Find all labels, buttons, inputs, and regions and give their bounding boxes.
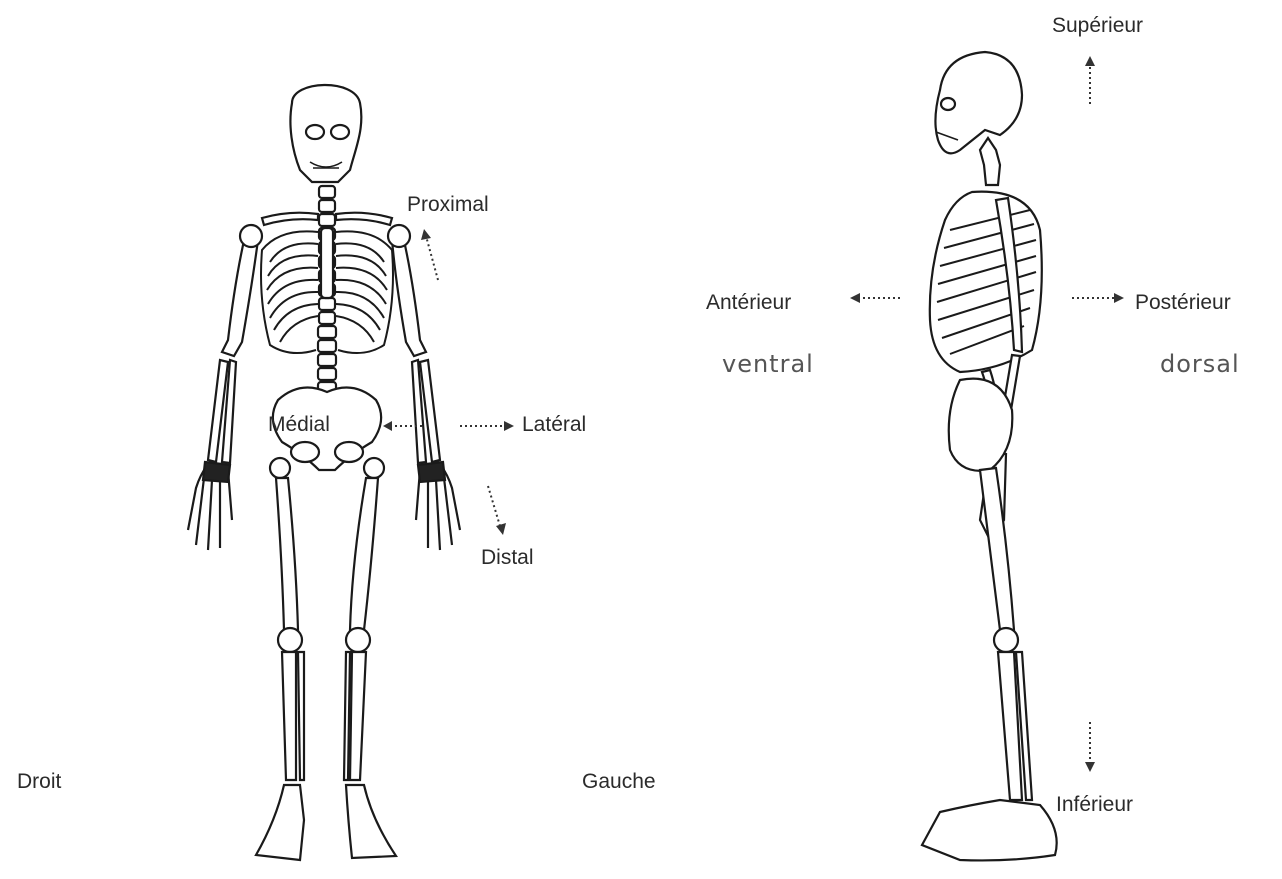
label-lateral: Latéral — [522, 414, 586, 435]
label-gauche: Gauche — [582, 771, 656, 792]
side-ribcage — [930, 192, 1042, 372]
label-droit: Droit — [17, 771, 61, 792]
label-medial: Médial — [268, 414, 330, 435]
label-ventral: ventral — [722, 352, 814, 376]
label-dorsal: dorsal — [1160, 352, 1240, 376]
distal-arrow — [488, 486, 500, 526]
side-skeleton — [922, 52, 1057, 860]
label-superieur: Supérieur — [1052, 15, 1143, 36]
label-posterieur: Postérieur — [1135, 292, 1231, 313]
label-distal: Distal — [481, 547, 534, 568]
label-anterieur: Antérieur — [706, 292, 791, 313]
label-proximal: Proximal — [407, 194, 489, 215]
proximal-arrow — [426, 236, 438, 280]
label-inferieur: Inférieur — [1056, 794, 1133, 815]
